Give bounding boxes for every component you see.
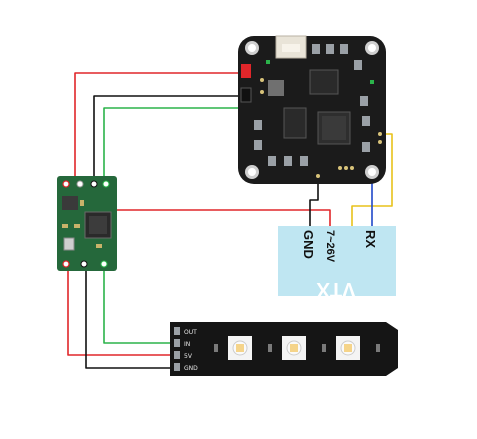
wire-green-fc-to-regulator	[103, 107, 260, 178]
wire-green-regulator-to-led	[103, 270, 176, 344]
led-strip-board: OUT IN 5V GND	[170, 322, 398, 376]
wire-red-regulator-to-vtx	[112, 209, 331, 228]
led-2	[282, 336, 306, 360]
led-pin-5v-label: 5V	[184, 353, 193, 360]
wires	[67, 72, 393, 369]
led-pin-out-label: OUT	[184, 329, 197, 336]
vtx-name-label: VTX	[316, 278, 356, 300]
voltage-regulator-board	[57, 176, 117, 271]
vtx-module: VTX GND 7~26V RX	[278, 226, 396, 300]
wire-red-fc-to-regulator	[74, 72, 247, 178]
wire-black-fc-to-regulator	[93, 95, 247, 178]
wire-red-regulator-to-led	[67, 270, 176, 356]
vtx-pin-gnd-label: GND	[301, 230, 316, 259]
vtx-pin-power-label: 7~26V	[324, 230, 336, 263]
wire-yellow-fc-to-vtx	[351, 133, 393, 228]
led-1	[228, 336, 252, 360]
led-pin-gnd-label: GND	[184, 365, 198, 372]
wire-black-fc-to-vtx	[309, 178, 319, 228]
led-3	[336, 336, 360, 360]
wire-black-regulator-to-led	[85, 270, 176, 369]
led-pin-in-label: IN	[184, 341, 190, 348]
vtx-pin-rx-label: RX	[363, 230, 378, 248]
flight-controller-board	[238, 35, 386, 184]
